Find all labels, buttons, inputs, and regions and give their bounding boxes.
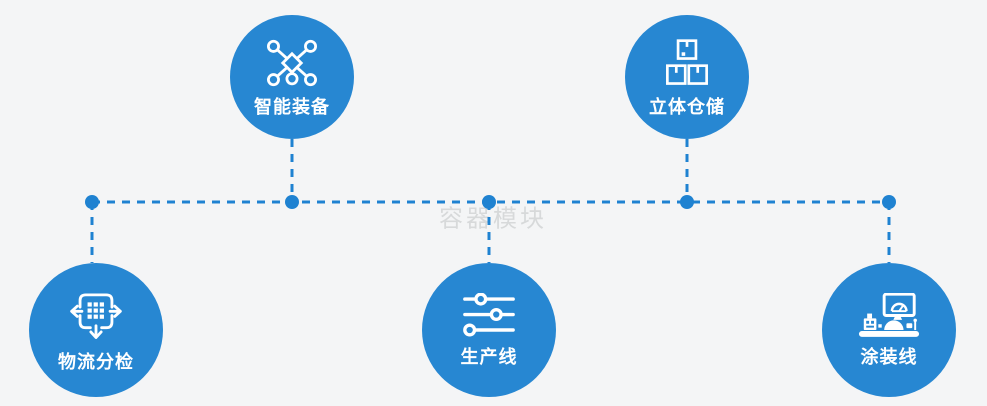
junction-dot	[680, 195, 694, 209]
node-smart-equipment: 智能装备	[230, 15, 354, 139]
watermark-text: 容器模块	[439, 204, 547, 233]
node-label: 立体仓储	[649, 96, 725, 118]
network-nodes-icon	[264, 38, 320, 88]
node-painting-line: 涂装线	[822, 263, 956, 397]
junction-dot	[882, 195, 896, 209]
node-label: 生产线	[460, 347, 518, 368]
sliders-icon	[460, 292, 518, 338]
node-stereo-warehouse: 立体仓储	[625, 15, 749, 139]
node-label: 物流分检	[58, 352, 134, 373]
junction-dot	[285, 195, 299, 209]
sorting-grid-arrows-icon	[66, 288, 126, 343]
node-logistics-sorting: 物流分检	[29, 263, 163, 397]
junction-dot	[85, 195, 99, 209]
stacked-boxes-icon	[660, 38, 714, 88]
junction-dot	[482, 195, 496, 209]
node-production-line: 生产线	[422, 263, 556, 397]
control-station-icon	[857, 292, 921, 338]
node-label: 智能装备	[254, 96, 330, 118]
node-label: 涂装线	[860, 347, 918, 368]
